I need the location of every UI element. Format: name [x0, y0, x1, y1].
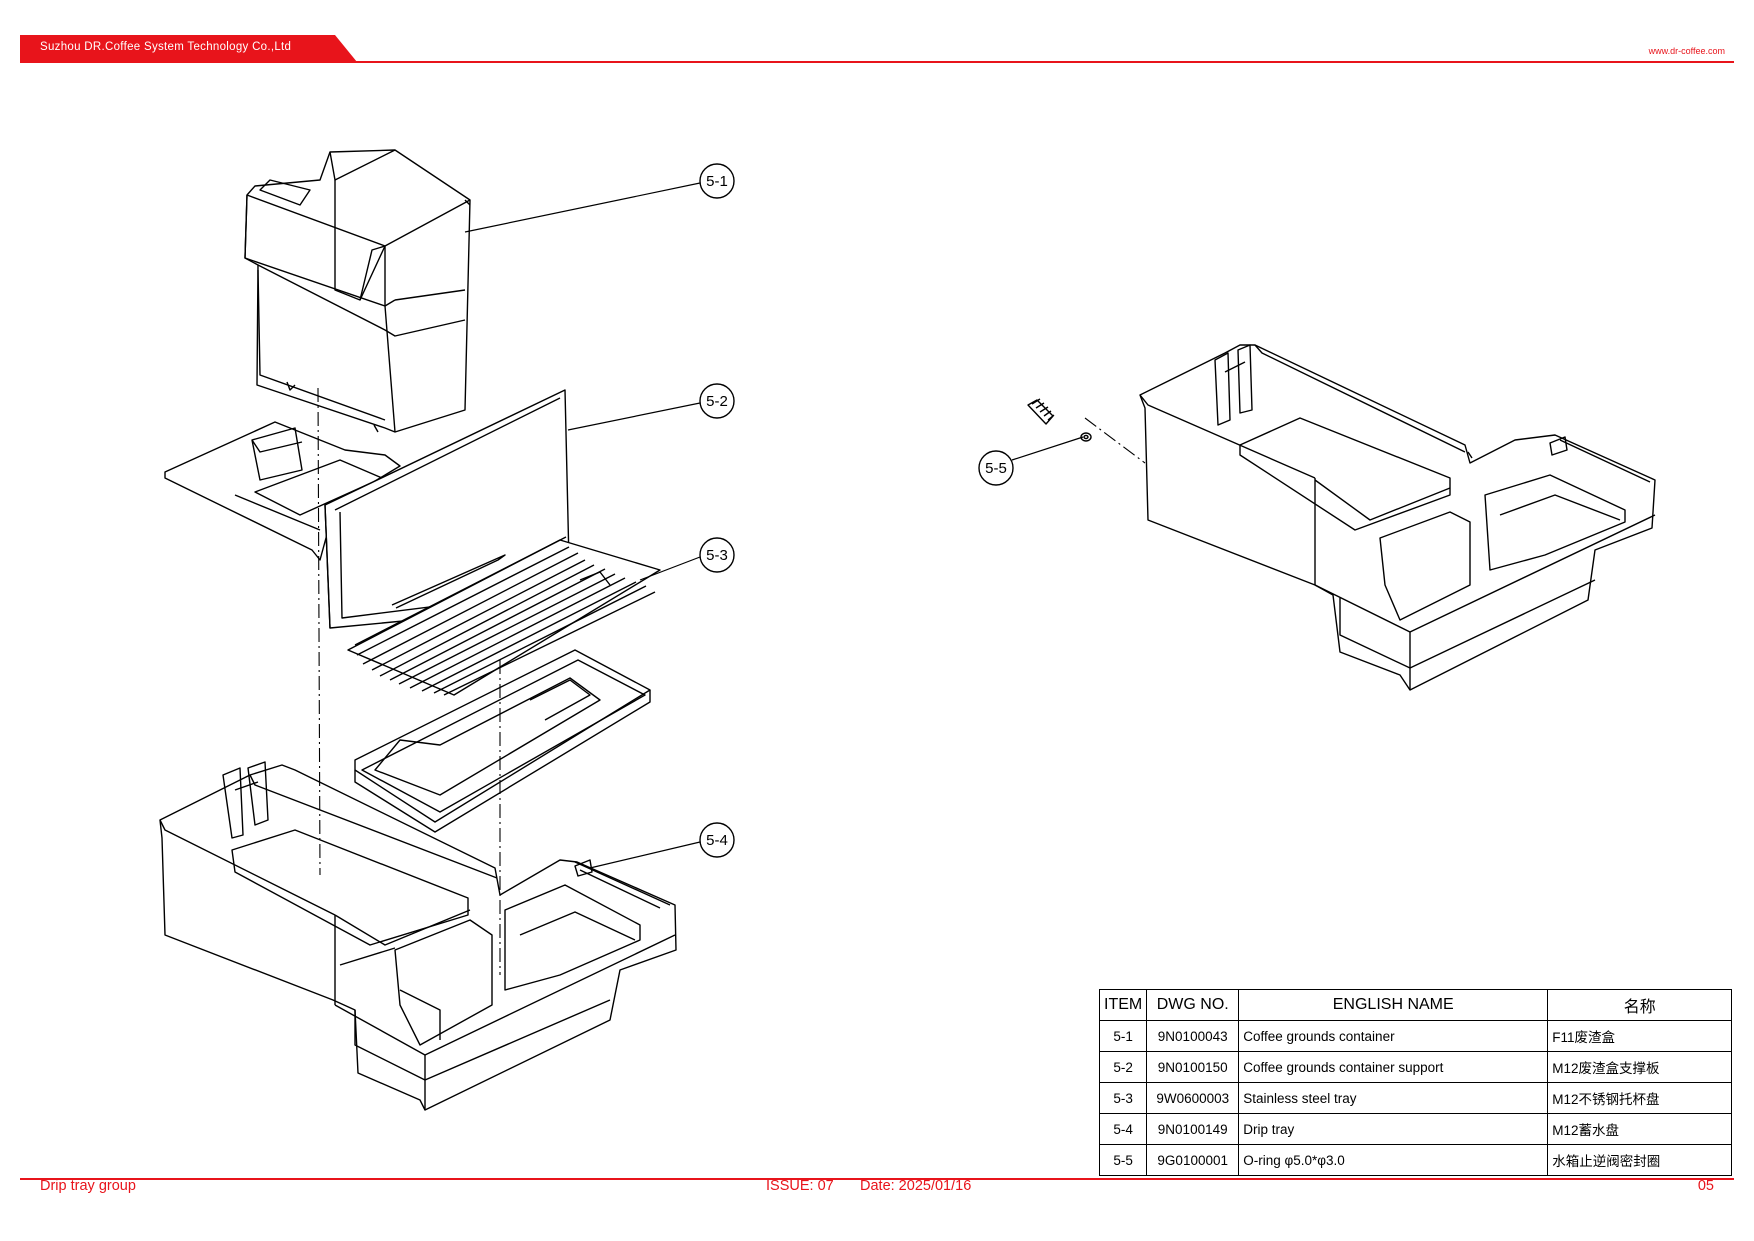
bom-chinese: M12不锈钢托杯盘 [1547, 1082, 1733, 1114]
bom-english: Drip tray [1238, 1113, 1549, 1145]
table-row: 5-2 9N0100150 Coffee grounds container s… [1098, 1051, 1733, 1083]
bom-dwg: 9N0100150 [1146, 1051, 1240, 1083]
bom-item: 5-1 [1098, 1020, 1148, 1052]
bom-header-english: ENGLISH NAME [1238, 989, 1549, 1021]
bom-chinese: F11废渣盒 [1547, 1020, 1733, 1052]
callout-5-3: 5-3 [706, 547, 728, 564]
bom-item: 5-4 [1098, 1113, 1148, 1145]
footer-title: Drip tray group [40, 1178, 136, 1194]
callout-circles [699, 163, 1014, 858]
bom-dwg: 9G0100001 [1146, 1144, 1240, 1176]
footer-rule [20, 1178, 1734, 1180]
bom-item: 5-5 [1098, 1144, 1148, 1176]
footer-date: Date: 2025/01/16 [860, 1178, 972, 1194]
header-band [20, 35, 357, 62]
leader-lines [464, 182, 1084, 869]
bom-dwg: 9W0600003 [1146, 1082, 1240, 1114]
company-url: www.dr-coffee.com [1648, 46, 1725, 56]
callout-5-1: 5-1 [706, 173, 728, 190]
company-name: Suzhou DR.Coffee System Technology Co.,L… [40, 41, 292, 53]
bom-chinese: M12废渣盒支撑板 [1547, 1051, 1733, 1083]
bom-item: 5-2 [1098, 1051, 1148, 1083]
bom-chinese: M12蓄水盘 [1547, 1113, 1733, 1145]
table-row: 5-3 9W0600003 Stainless steel tray M12不锈… [1098, 1082, 1733, 1114]
center-lines [317, 387, 1146, 975]
footer-issue: ISSUE: 07 [766, 1178, 834, 1194]
bom-dwg: 9N0100149 [1146, 1113, 1240, 1145]
bom-english: Coffee grounds container support [1238, 1051, 1549, 1083]
bom-header-row: ITEM DWG NO. ENGLISH NAME 名称 [1098, 989, 1733, 1021]
bom-english: Stainless steel tray [1238, 1082, 1549, 1114]
table-row: 5-4 9N0100149 Drip tray M12蓄水盘 [1098, 1113, 1733, 1145]
bom-english: Coffee grounds container [1238, 1020, 1549, 1052]
bom-dwg: 9N0100043 [1146, 1020, 1240, 1052]
part-drip-tray [159, 761, 677, 1111]
part-coffee-grounds-container [244, 149, 471, 433]
part-o-ring [1027, 398, 1092, 442]
part-stainless-steel-tray [347, 536, 661, 696]
bom-header-dwg: DWG NO. [1146, 989, 1240, 1021]
bom-header-chinese: 名称 [1547, 989, 1733, 1021]
bill-of-materials-table: ITEM DWG NO. ENGLISH NAME 名称 5-1 9N01000… [1098, 989, 1733, 1176]
callout-5-5: 5-5 [985, 460, 1007, 477]
header-rule [20, 61, 1734, 63]
callout-5-2: 5-2 [706, 393, 728, 410]
bom-item: 5-3 [1098, 1082, 1148, 1114]
bom-english: O-ring φ5.0*φ3.0 [1238, 1144, 1549, 1176]
bom-chinese: 水箱止逆阀密封圈 [1547, 1144, 1733, 1176]
part-drip-tray-assembled-view [1139, 344, 1656, 691]
callout-5-4: 5-4 [706, 832, 728, 849]
table-row: 5-1 9N0100043 Coffee grounds container F… [1098, 1020, 1733, 1052]
page-number: 05 [1697, 1178, 1714, 1194]
bom-header-item: ITEM [1098, 989, 1148, 1021]
table-row: 5-5 9G0100001 O-ring φ5.0*φ3.0 水箱止逆阀密封圈 [1098, 1144, 1733, 1176]
part-drip-tray-insert [354, 649, 651, 833]
